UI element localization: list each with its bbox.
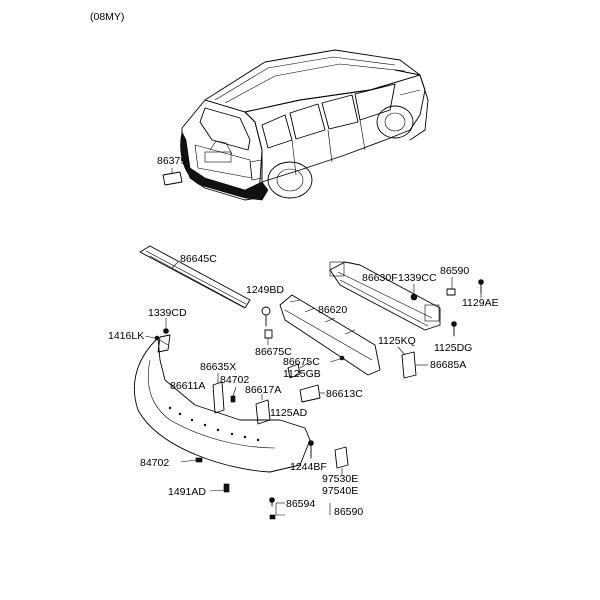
label-1249BD: 1249BD — [246, 284, 284, 296]
part-1249BD-bolt — [261, 306, 271, 327]
part-1125DG-bolt — [451, 321, 457, 337]
part-86675C-screw — [329, 355, 345, 363]
part-86590-clip-top — [446, 277, 456, 296]
part-84702-pad-b — [180, 457, 203, 463]
part-1244BF-bolt — [308, 440, 314, 459]
part-86675C-clip — [264, 329, 311, 379]
label-86645C: 86645C — [180, 253, 217, 265]
label-86675C-a: 86675C — [255, 346, 292, 358]
label-97530E: 97530E — [322, 473, 358, 485]
label-97540E: 97540E — [322, 485, 358, 497]
part-1125KQ-bolt — [397, 346, 406, 356]
label-1339CD: 1339CD — [148, 307, 187, 319]
label-1125KQ: 1125KQ — [378, 335, 416, 347]
label-1129AE: 1129AE — [462, 297, 499, 309]
label-86685A: 86685A — [430, 359, 466, 371]
label-1339CC: 1339CC — [398, 272, 437, 284]
part-86635X-bracket — [212, 373, 225, 414]
part-97530E-sensor — [334, 446, 349, 476]
part-labels: 86379 86645C 1249BD 86630F 1339CC 86590 … — [108, 155, 499, 518]
part-86685A-bracket — [401, 351, 428, 379]
label-86590-top: 86590 — [440, 265, 469, 277]
label-84702-a: 84702 — [220, 374, 249, 386]
label-86611A: 86611A — [170, 380, 205, 392]
part-86620-energy-absorber — [279, 294, 381, 376]
label-84702-b: 84702 — [140, 457, 169, 469]
part-1129AE-bolt — [478, 279, 484, 298]
part-86617A-bracket — [255, 394, 271, 425]
part-84702-pad-a — [230, 386, 237, 403]
part-86594-clip — [269, 497, 331, 520]
label-1125AD: 1125AD — [270, 407, 308, 419]
label-86617A: 86617A — [245, 384, 281, 396]
label-86594: 86594 — [286, 498, 315, 510]
label-86620: 86620 — [318, 304, 347, 316]
label-1491AD: 1491AD — [168, 486, 206, 498]
label-86379: 86379 — [157, 155, 186, 167]
part-86630F-rear-beam — [329, 261, 441, 331]
label-86635X: 86635X — [200, 361, 236, 373]
label-1416LK: 1416LK — [108, 330, 144, 342]
part-1339CD-nut — [163, 318, 169, 334]
part-86645C-upper-garnish — [139, 245, 251, 309]
model-year-label: (08MY) — [90, 11, 124, 23]
label-86630F: 86630F — [362, 272, 398, 284]
part-1416LK-nut — [144, 335, 160, 341]
part-86611A-bumper-cover — [134, 334, 311, 473]
label-86590-bottom: 86590 — [334, 506, 363, 518]
part-86379-reflector — [162, 168, 183, 186]
vehicle-illustration — [180, 49, 429, 201]
part-1491AD-screw — [209, 483, 230, 493]
part-1339CC-nut — [410, 284, 418, 301]
label-1125GB: 1125GB — [283, 368, 321, 380]
label-86675C-b: 86675C — [283, 356, 320, 368]
label-1125DG: 1125DG — [434, 342, 472, 354]
label-86613C: 86613C — [326, 388, 363, 400]
label-1244BF: 1244BF — [290, 461, 327, 473]
part-86613C-bracket — [299, 384, 325, 403]
